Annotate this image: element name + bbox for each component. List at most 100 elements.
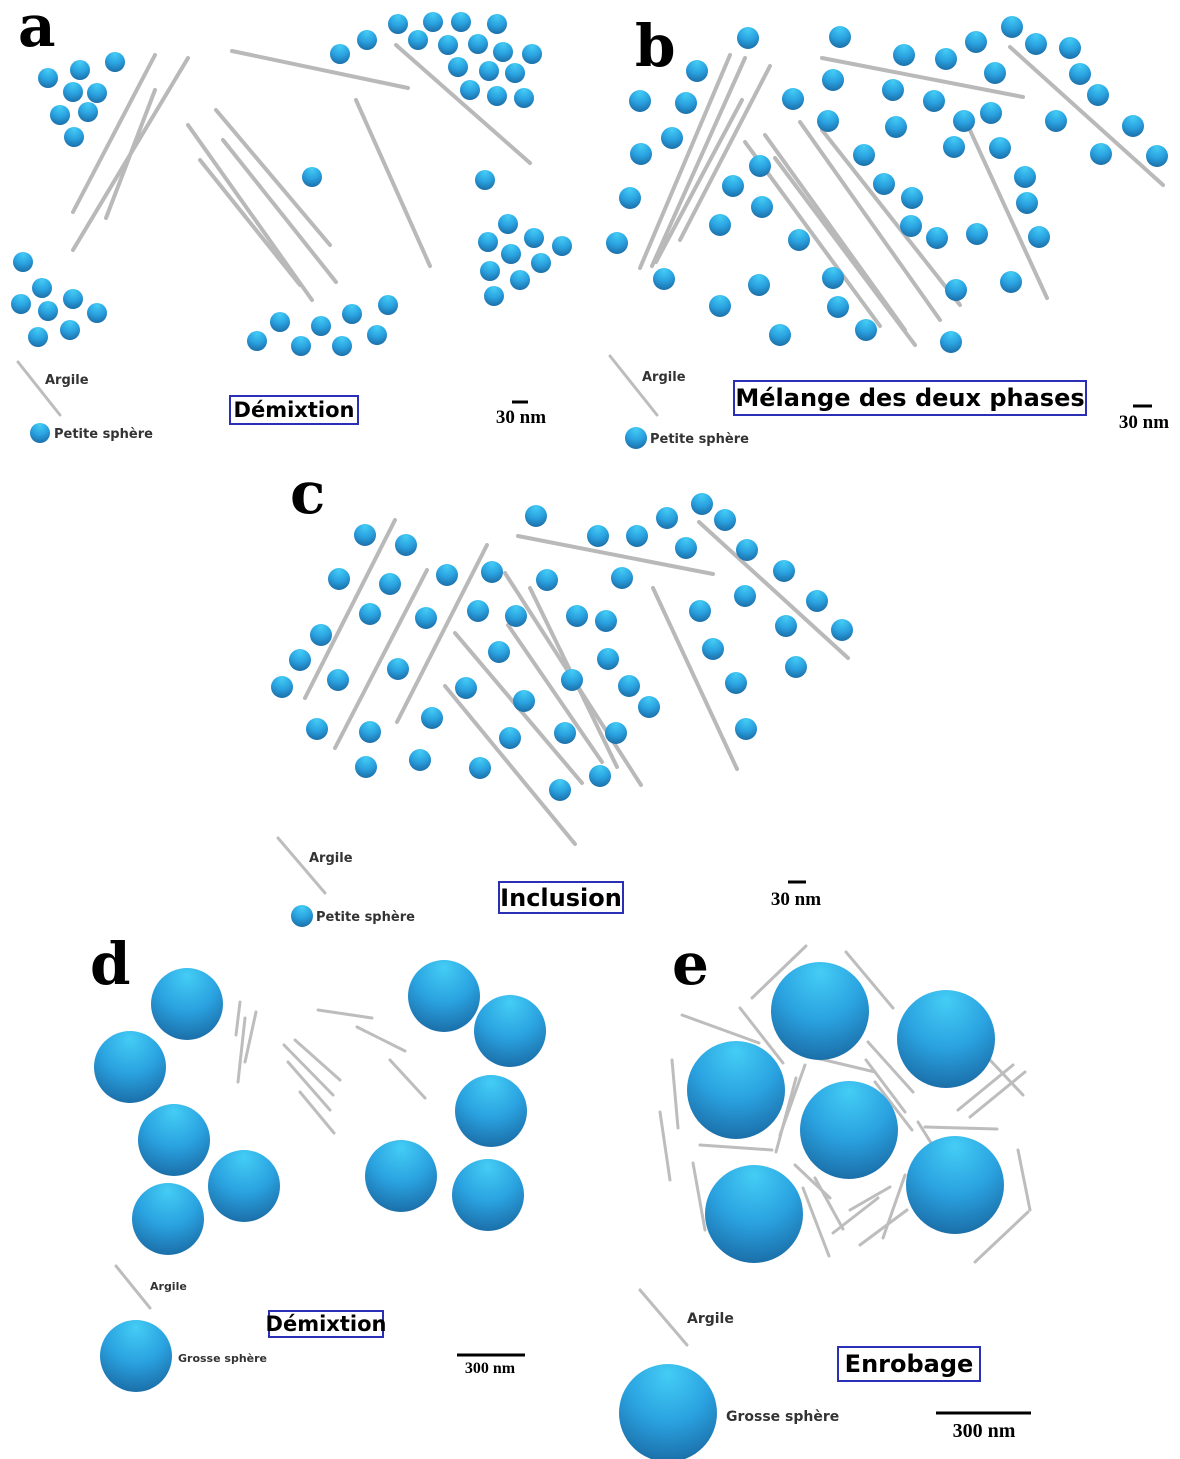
sphere bbox=[32, 278, 52, 298]
panel-a-legend: Argile Petite sphère bbox=[16, 360, 153, 443]
sphere bbox=[522, 44, 542, 64]
sphere bbox=[1069, 63, 1091, 85]
sphere bbox=[291, 336, 311, 356]
sphere bbox=[514, 88, 534, 108]
sphere bbox=[705, 1165, 803, 1263]
panel-b-letter: b bbox=[635, 12, 676, 80]
sphere bbox=[100, 1320, 172, 1392]
sphere bbox=[853, 144, 875, 166]
sphere bbox=[782, 88, 804, 110]
sphere bbox=[1014, 166, 1036, 188]
sphere bbox=[965, 31, 987, 53]
panel-b-title: Mélange des deux phases bbox=[735, 384, 1084, 412]
sphere bbox=[487, 14, 507, 34]
sphere bbox=[906, 1136, 1004, 1234]
sphere bbox=[354, 524, 376, 546]
sphere bbox=[619, 1364, 717, 1459]
sphere bbox=[901, 187, 923, 209]
sphere bbox=[30, 423, 50, 443]
sphere bbox=[11, 294, 31, 314]
sphere bbox=[409, 749, 431, 771]
sphere bbox=[630, 143, 652, 165]
sphere bbox=[980, 102, 1002, 124]
sphere bbox=[1016, 192, 1038, 214]
sphere bbox=[625, 427, 647, 449]
sphere bbox=[438, 35, 458, 55]
sphere bbox=[469, 757, 491, 779]
panel-c-title-box bbox=[498, 881, 624, 914]
panel-b: b Argile Petite sphère Mélange des deux … bbox=[606, 12, 1169, 449]
panel-c-title: Inclusion bbox=[500, 884, 622, 912]
sphere bbox=[415, 607, 437, 629]
sphere bbox=[788, 229, 810, 251]
sphere bbox=[656, 507, 678, 529]
sphere bbox=[505, 63, 525, 83]
panel-e-scale-label: 300 nm bbox=[953, 1420, 1016, 1442]
sphere bbox=[686, 60, 708, 82]
sphere bbox=[38, 301, 58, 321]
sphere bbox=[549, 779, 571, 801]
sphere bbox=[735, 718, 757, 740]
sphere bbox=[60, 320, 80, 340]
panel-c-legend-sphere: Petite sphère bbox=[316, 910, 415, 925]
sphere bbox=[451, 12, 471, 32]
sphere bbox=[327, 669, 349, 691]
sphere bbox=[448, 57, 468, 77]
sphere bbox=[87, 303, 107, 323]
sphere bbox=[552, 236, 572, 256]
sphere bbox=[597, 648, 619, 670]
sphere bbox=[478, 232, 498, 252]
panel-c-rods bbox=[303, 518, 850, 846]
panel-c-letter: c bbox=[290, 459, 325, 527]
sphere bbox=[822, 69, 844, 91]
sphere bbox=[689, 600, 711, 622]
sphere bbox=[330, 44, 350, 64]
sphere bbox=[531, 253, 551, 273]
panel-e-rods bbox=[658, 944, 1032, 1264]
sphere bbox=[132, 1183, 204, 1255]
sphere bbox=[487, 86, 507, 106]
sphere bbox=[785, 656, 807, 678]
sphere bbox=[395, 534, 417, 556]
sphere bbox=[775, 615, 797, 637]
sphere bbox=[328, 568, 350, 590]
sphere bbox=[64, 127, 84, 147]
panel-b-title-box bbox=[733, 380, 1087, 416]
sphere bbox=[367, 325, 387, 345]
sphere bbox=[468, 34, 488, 54]
sphere bbox=[38, 68, 58, 88]
sphere bbox=[554, 722, 576, 744]
panel-d: d Argile Grosse sphère Démixtion 300 nm bbox=[90, 930, 546, 1392]
sphere bbox=[359, 721, 381, 743]
sphere bbox=[436, 564, 458, 586]
panel-d-title: Démixtion bbox=[266, 1312, 387, 1336]
sphere bbox=[737, 27, 759, 49]
sphere bbox=[827, 296, 849, 318]
sphere bbox=[831, 619, 853, 641]
sphere bbox=[306, 718, 328, 740]
sphere bbox=[736, 539, 758, 561]
sphere bbox=[566, 605, 588, 627]
sphere bbox=[1001, 16, 1023, 38]
sphere bbox=[595, 610, 617, 632]
sphere bbox=[138, 1104, 210, 1176]
sphere bbox=[893, 44, 915, 66]
sphere bbox=[748, 274, 770, 296]
sphere bbox=[989, 137, 1011, 159]
sphere bbox=[332, 336, 352, 356]
sphere bbox=[525, 505, 547, 527]
sphere bbox=[342, 304, 362, 324]
sphere bbox=[1028, 226, 1050, 248]
sphere bbox=[70, 60, 90, 80]
sphere bbox=[13, 252, 33, 272]
panel-a-title: Démixtion bbox=[234, 398, 355, 422]
sphere bbox=[714, 509, 736, 531]
panel-a-scale-label: 30 nm bbox=[496, 407, 546, 428]
panel-e-title-box bbox=[837, 1346, 981, 1382]
sphere bbox=[408, 960, 480, 1032]
sphere bbox=[966, 223, 988, 245]
sphere bbox=[829, 26, 851, 48]
sphere bbox=[474, 995, 546, 1067]
sphere bbox=[945, 279, 967, 301]
panel-e: e bbox=[619, 930, 1032, 1459]
